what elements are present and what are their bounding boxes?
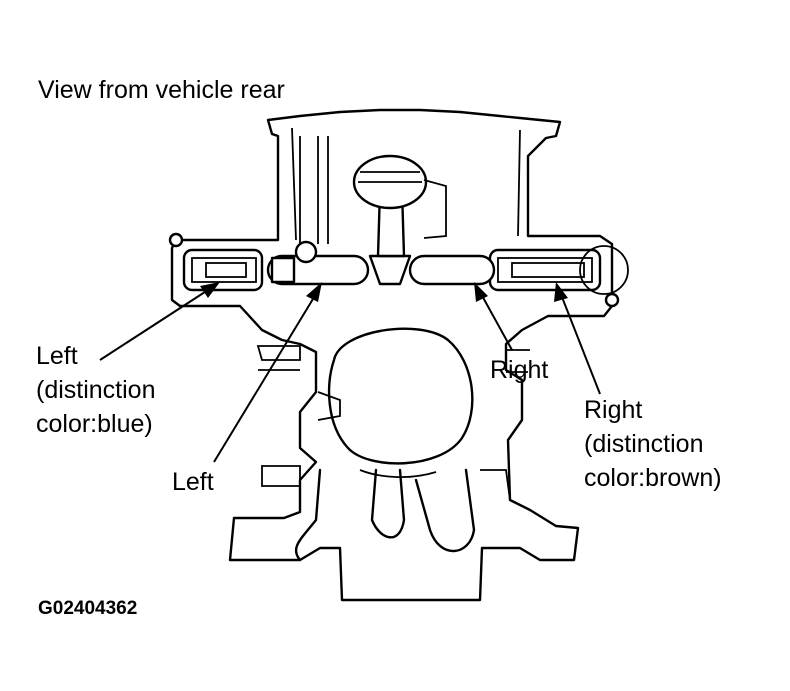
label-right: Right xyxy=(490,356,548,384)
leader-right xyxy=(474,282,513,351)
label-right-brown-line2: (distinction xyxy=(584,430,704,458)
label-left-blue-line1: Left xyxy=(36,342,78,370)
label-left-blue-line3: color:blue) xyxy=(36,410,153,438)
cylinder-block-outline xyxy=(170,108,614,602)
view-title: View from vehicle rear xyxy=(38,76,285,104)
label-right-brown-line3: color:brown) xyxy=(584,464,722,492)
leader-left xyxy=(213,282,322,463)
figure-code: G02404362 xyxy=(38,598,137,619)
oil-jet-assembly xyxy=(168,154,629,308)
label-right-brown-line1: Right xyxy=(584,396,642,424)
label-left: Left xyxy=(172,468,214,496)
leader-left-blue xyxy=(99,282,220,361)
leader-right-brown xyxy=(554,282,601,395)
label-left-blue-line2: (distinction xyxy=(36,376,156,404)
